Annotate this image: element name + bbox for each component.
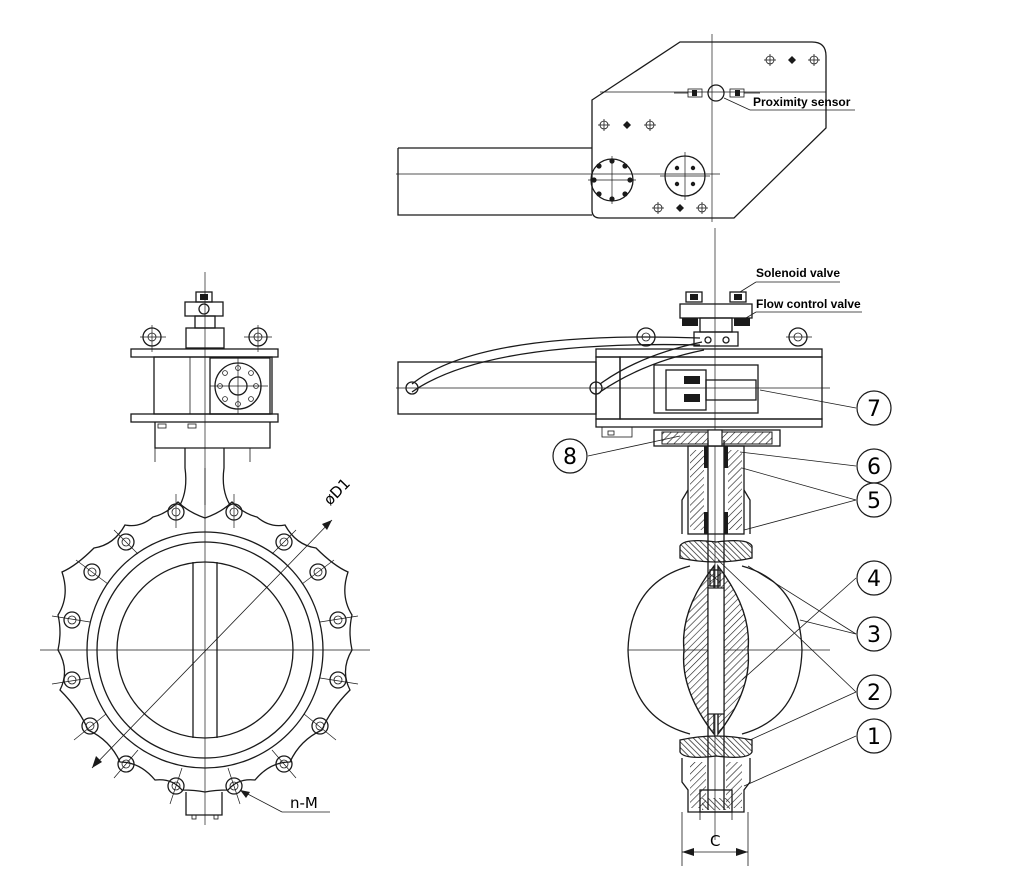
solenoid-valve — [679, 291, 753, 347]
proximity-sensor — [674, 84, 760, 102]
part-balloon-2: 2 — [856, 674, 892, 710]
part-balloon-3: 3 — [856, 616, 892, 652]
svg-text:8: 8 — [563, 445, 577, 470]
svg-text:1: 1 — [867, 725, 881, 750]
d1-dimension-label: øD1 — [320, 474, 354, 508]
top-view: Proximity sensor — [396, 34, 855, 222]
part-balloon-7: 7 — [856, 390, 892, 426]
proximity-sensor-label: Proximity sensor — [753, 95, 851, 109]
part-balloon-4: 4 — [856, 560, 892, 596]
svg-text:7: 7 — [867, 397, 881, 422]
svg-text:3: 3 — [867, 623, 881, 648]
svg-text:6: 6 — [867, 455, 881, 480]
part-balloon-5: 5 — [856, 482, 892, 518]
c-dimension-label: C — [710, 832, 720, 850]
front-view: øD1 n-M — [40, 272, 370, 825]
solenoid-valve-label: Solenoid valve — [756, 266, 840, 280]
n-m-dimension-label: n-M — [290, 794, 318, 812]
svg-text:5: 5 — [867, 489, 881, 514]
side-view: Solenoid valve Flow control valve — [396, 228, 892, 866]
flow-control-valve-label: Flow control valve — [756, 297, 861, 311]
svg-text:2: 2 — [867, 681, 881, 706]
svg-text:4: 4 — [867, 567, 881, 592]
part-balloon-1: 1 — [856, 718, 892, 754]
part-balloon-8: 8 — [552, 438, 588, 474]
part-balloon-6: 6 — [856, 448, 892, 484]
